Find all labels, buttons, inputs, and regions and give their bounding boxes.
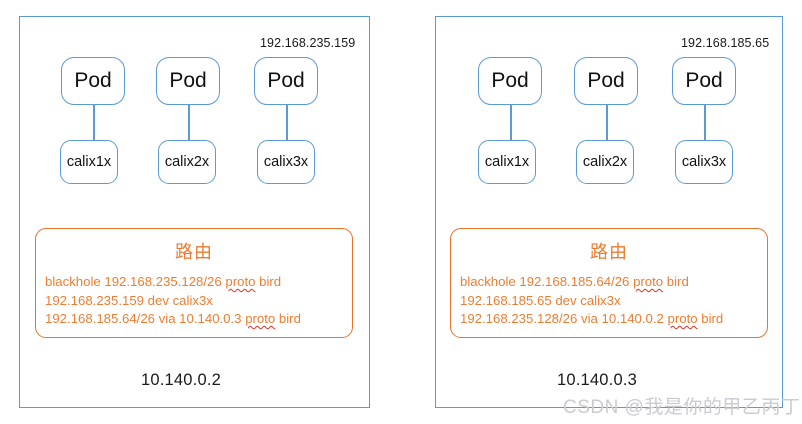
connector-right-3 (704, 105, 706, 140)
iface-label: calix1x (66, 154, 112, 170)
spellcheck-token: proto (225, 274, 256, 289)
routing-text: 192.168.185.65 dev calix3x (460, 292, 621, 308)
pod-box-left-1[interactable]: Pod (61, 57, 125, 105)
watermark: CSDN @我是你的甲乙丙丁 (563, 397, 801, 418)
routing-title-right: 路由 (590, 242, 628, 262)
iface-box-left-2[interactable]: calix2x (158, 140, 216, 184)
routing-line: blackhole 192.168.185.64/26 proto bird (460, 273, 767, 292)
routing-text: blackhole 192.168.235.128/26 (45, 274, 226, 289)
routing-title-left: 路由 (175, 242, 213, 262)
connector-left-3 (286, 105, 288, 140)
routing-text: bird (275, 311, 301, 326)
connector-right-2 (606, 105, 608, 140)
routing-line: 192.168.185.65 dev calix3x (460, 292, 767, 311)
iface-box-right-1[interactable]: calix1x (478, 140, 536, 184)
connector-left-2 (188, 105, 190, 140)
node-ip-caption-left: 10.140.0.2 (141, 371, 221, 389)
pod-box-left-3[interactable]: Pod (254, 57, 318, 105)
routing-box-right: 路由 blackhole 192.168.185.64/26 proto bir… (450, 228, 768, 338)
pod-ip-label-left: 192.168.235.159 (260, 36, 356, 50)
pod-box-right-2[interactable]: Pod (574, 57, 638, 105)
pod-ip-label-right: 192.168.185.65 (681, 36, 770, 50)
routing-text: 192.168.235.128/26 via 10.140.0.2 (460, 311, 668, 326)
iface-box-right-3[interactable]: calix3x (675, 140, 733, 184)
pod-label: Pod (74, 69, 112, 92)
routing-text: blackhole 192.168.185.64/26 (460, 274, 634, 289)
iface-label: calix3x (681, 154, 727, 170)
routing-line: blackhole 192.168.235.128/26 proto bird (45, 273, 352, 292)
routing-line: 192.168.185.64/26 via 10.140.0.3 proto b… (45, 310, 352, 329)
pod-label: Pod (267, 69, 305, 92)
routing-text: 192.168.235.159 dev calix3x (45, 292, 213, 308)
node-ip-caption-right: 10.140.0.3 (557, 371, 637, 389)
spellcheck-token: proto (633, 274, 664, 289)
iface-label: calix3x (263, 154, 309, 170)
routing-line: 192.168.235.128/26 via 10.140.0.2 proto … (460, 310, 767, 329)
routing-text: bird (663, 274, 689, 289)
pod-box-right-3[interactable]: Pod (672, 57, 736, 105)
spellcheck-token: proto (245, 311, 276, 326)
spellcheck-token: proto (667, 311, 698, 326)
iface-box-left-3[interactable]: calix3x (257, 140, 315, 184)
routing-line: 192.168.235.159 dev calix3x (45, 292, 352, 311)
routing-text: bird (697, 311, 724, 326)
pod-label: Pod (685, 69, 723, 92)
iface-label: calix1x (484, 154, 530, 170)
pod-box-left-2[interactable]: Pod (156, 57, 220, 105)
iface-box-left-1[interactable]: calix1x (60, 140, 118, 184)
routing-box-left: 路由 blackhole 192.168.235.128/26 proto bi… (35, 228, 353, 338)
pod-label: Pod (491, 69, 529, 92)
routing-text: bird (255, 274, 282, 289)
connector-right-1 (510, 105, 512, 140)
connector-left-1 (93, 105, 95, 140)
iface-label: calix2x (164, 154, 210, 170)
iface-box-right-2[interactable]: calix2x (576, 140, 634, 184)
pod-label: Pod (169, 69, 207, 92)
pod-box-right-1[interactable]: Pod (478, 57, 542, 105)
pod-label: Pod (587, 69, 625, 92)
routing-text: 192.168.185.64/26 via 10.140.0.3 (45, 311, 246, 326)
iface-label: calix2x (582, 154, 628, 170)
